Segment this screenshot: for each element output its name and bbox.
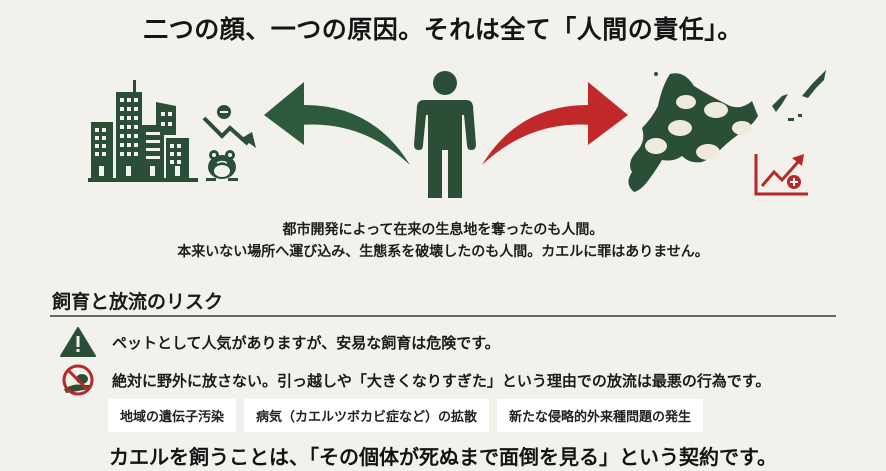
- right-arrow-icon: [482, 82, 628, 165]
- person-icon: [414, 71, 476, 198]
- risk-item-no-release: 絶対に野外に放さない。引っ越しや「大きくなりすぎた」という理由での放流は最悪の行…: [60, 363, 770, 397]
- decline-trend-icon: [202, 105, 256, 148]
- risk-item-warning: ペットとして人気がありますが、安易な飼育は危険です。: [60, 327, 500, 357]
- caption-line-2: 本来いない場所へ運び込み、生態系を破壊したのも人間。カエルに罪はありません。: [177, 244, 709, 260]
- page-title: 二つの顔、一つの原因。それは全て「人間の責任」。: [143, 15, 743, 44]
- left-arrow-icon: [264, 82, 410, 165]
- section-title: 飼育と放流のリスク: [52, 291, 224, 313]
- sad-frog-icon: [206, 150, 238, 181]
- section-divider: [50, 315, 836, 317]
- chip-genetic-pollution: 地域の遺伝子汚染: [108, 399, 237, 432]
- no-release-icon: [62, 364, 94, 396]
- footer-message: カエルを飼うことは、「その個体が死ぬまで面倒を見る」という契約です。: [109, 445, 777, 469]
- warning-icon: [60, 327, 96, 357]
- city-buildings-icon: [88, 80, 198, 182]
- increase-trend-icon: [754, 154, 808, 196]
- caption-line-1: 都市開発によって在来の生息地を奪ったのも人間。: [282, 222, 604, 238]
- risk-text-no-release: 絶対に野外に放さない。引っ越しや「大きくなりすぎた」という理由での放流は最悪の行…: [112, 371, 771, 390]
- chip-invasive-species: 新たな侵略的外来種問題の発生: [497, 399, 704, 432]
- risk-text-warning: ペットとして人気がありますが、安易な飼育は危険です。: [112, 333, 500, 352]
- hokkaido-map-with-frogs-icon: [628, 70, 826, 192]
- risk-chips: 地域の遺伝子汚染 病気（カエルツボカビ症など）の拡散 新たな侵略的外来種問題の発…: [108, 399, 704, 432]
- chip-disease-spread: 病気（カエルツボカビ症など）の拡散: [244, 399, 490, 432]
